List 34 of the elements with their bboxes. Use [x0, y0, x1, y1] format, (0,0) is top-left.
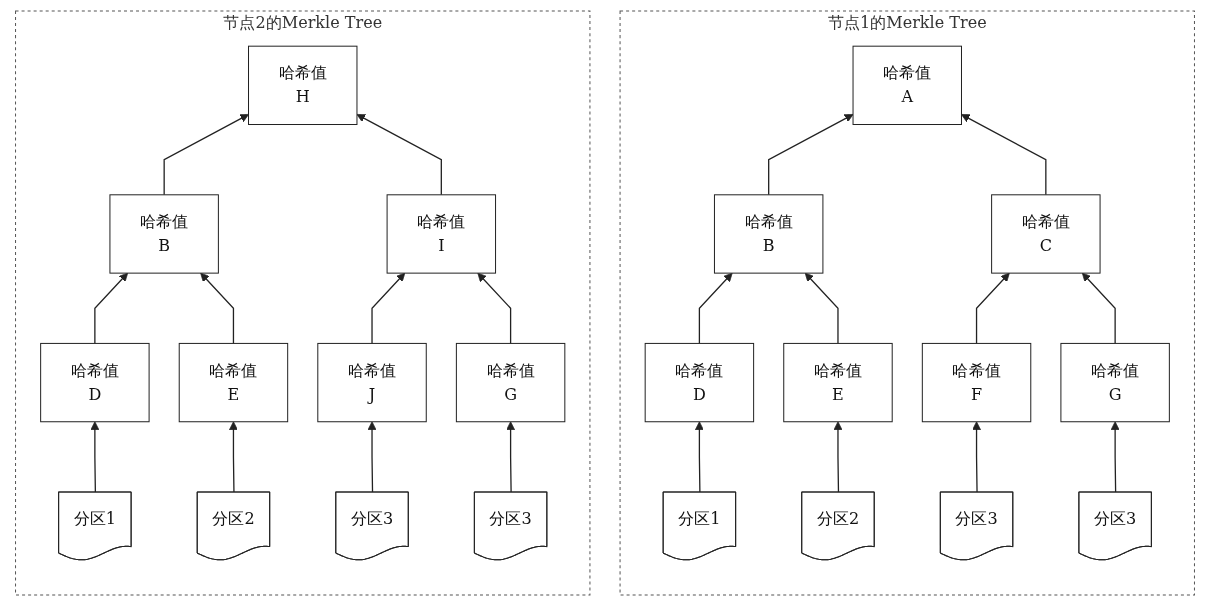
arrow	[90, 421, 100, 494]
arrow	[163, 114, 249, 196]
node-box: 哈希值 I	[386, 194, 497, 274]
arrow	[356, 114, 442, 196]
arrow	[477, 272, 512, 345]
node-box: 哈希值 D	[644, 342, 755, 423]
node-box: 哈希值 B	[109, 194, 219, 274]
node-box: 哈希值 B	[713, 194, 824, 274]
node-box: 哈希值 E	[178, 342, 289, 423]
node-box: 哈希值 G	[1060, 342, 1170, 423]
arrow	[94, 272, 129, 345]
node-box: 哈希值 E	[783, 342, 893, 423]
arrow	[367, 421, 377, 494]
arrow	[200, 272, 235, 345]
node-box: 哈希值 H	[248, 45, 358, 125]
arrow	[698, 272, 733, 345]
node-box: 哈希值 F	[921, 342, 1032, 423]
arrow	[1081, 272, 1116, 345]
arrow	[229, 421, 238, 494]
node-box: 哈希值 J	[317, 342, 427, 423]
arrow	[804, 272, 839, 345]
arrow	[371, 272, 406, 345]
arrow	[768, 114, 854, 196]
arrow	[1110, 421, 1120, 494]
arrow	[961, 114, 1047, 196]
arrow	[695, 421, 704, 494]
node-box: 哈希值 C	[991, 194, 1101, 274]
arrow	[506, 421, 515, 494]
arrow	[975, 272, 1010, 345]
node-box: 哈希值 G	[455, 342, 566, 423]
node-box: 哈希值 A	[852, 45, 962, 125]
node-box: 哈希值 D	[40, 342, 150, 423]
arrow	[972, 421, 981, 494]
arrow	[833, 421, 843, 494]
